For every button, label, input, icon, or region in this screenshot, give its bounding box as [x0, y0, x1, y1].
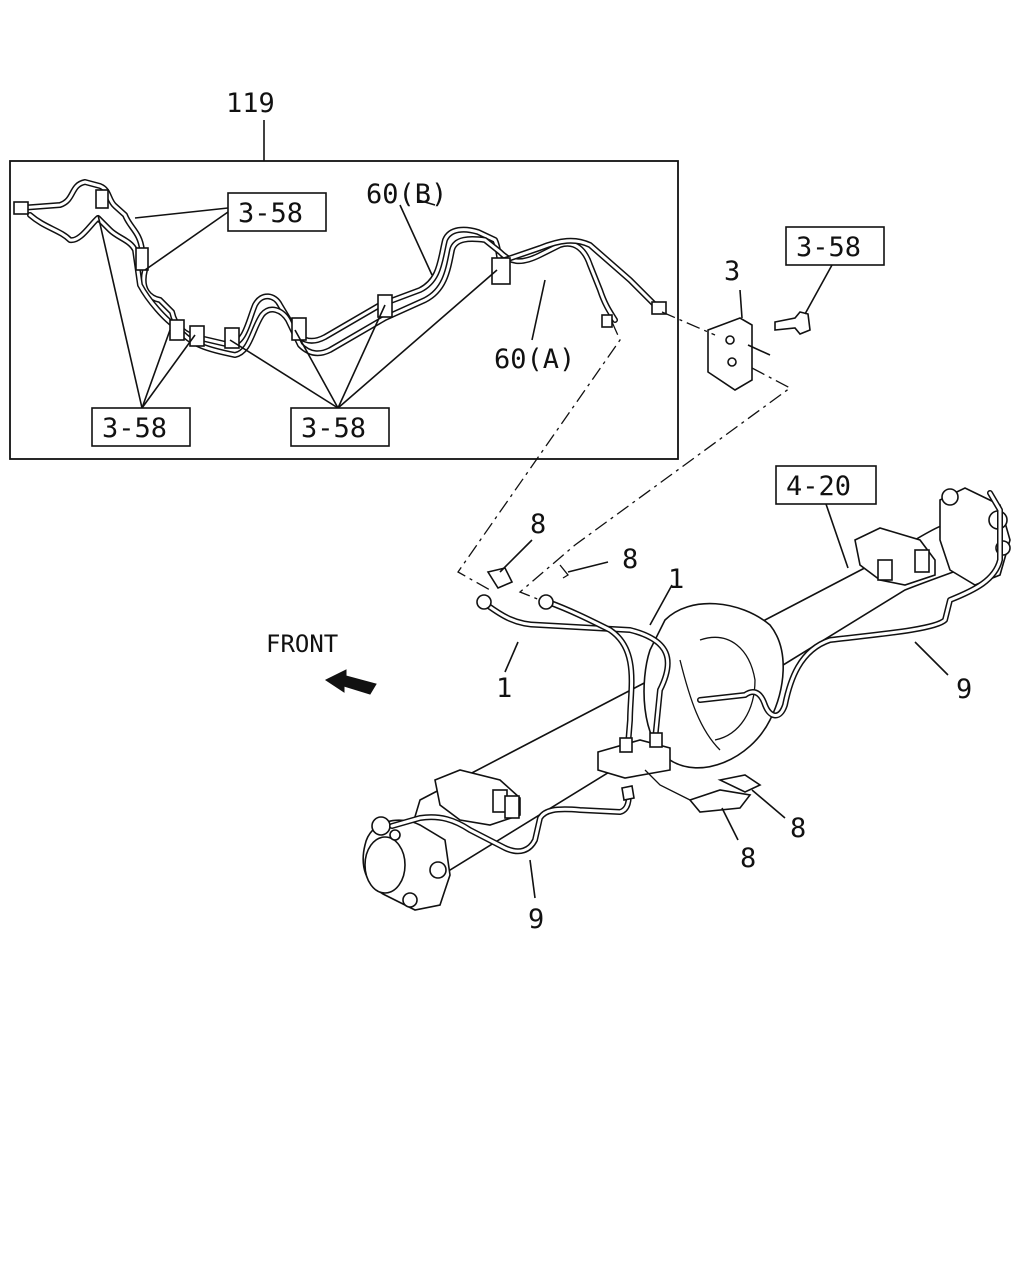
- label-bracket-3: 3: [724, 256, 740, 287]
- label-clip-8-a: 8: [530, 509, 546, 540]
- bolt: [774, 264, 833, 335]
- label-hose-1-a: 1: [668, 564, 684, 595]
- ref-box-3-58-center: 3-58: [290, 407, 390, 447]
- label-clip-8-d: 8: [740, 843, 756, 874]
- ref-box-3-58-left: 3-58: [91, 407, 191, 447]
- brake-pipe-60b: [17, 179, 508, 348]
- bracket-3: 3: [707, 256, 771, 391]
- front-label: FRONT: [266, 630, 338, 658]
- label-hose-1-b: 1: [496, 673, 512, 704]
- brake-pipe-9-left: [389, 785, 635, 899]
- assembly-number: 119: [226, 88, 275, 119]
- hose-bracket: [597, 732, 671, 779]
- front-indicator: FRONT: [266, 630, 377, 695]
- label-pipe-60b: 60(B): [366, 179, 447, 210]
- label-pipe-9-right: 9: [956, 674, 972, 705]
- pipe-clips-box: [13, 189, 667, 349]
- ref-box-3-58-top: 3-58: [227, 192, 327, 232]
- brake-pipe-9-right: [697, 490, 1003, 719]
- label-pipe-9-left: 9: [528, 904, 544, 935]
- clips-8: [486, 539, 786, 841]
- hose-1: [476, 584, 673, 748]
- label-clip-8-b: 8: [622, 544, 638, 575]
- svg-text:3-58: 3-58: [301, 413, 366, 444]
- arrow-left-icon: [325, 669, 377, 695]
- rear-axle: [362, 487, 1011, 911]
- svg-text:3-58: 3-58: [796, 232, 861, 263]
- connection-lines: [457, 311, 792, 603]
- ref-box-4-20: 4-20: [775, 465, 877, 569]
- svg-text:3-58: 3-58: [238, 198, 303, 229]
- label-pipe-60a: 60(A): [494, 344, 575, 375]
- leaders-box: [97, 199, 546, 409]
- ref-box-3-58-bracket: 3-58: [785, 226, 885, 266]
- brake-pipe-60a: [27, 212, 663, 358]
- label-clip-8-c: 8: [790, 813, 806, 844]
- svg-text:3-58: 3-58: [102, 413, 167, 444]
- svg-text:4-20: 4-20: [786, 471, 851, 502]
- assembly-119: 119: [9, 88, 679, 460]
